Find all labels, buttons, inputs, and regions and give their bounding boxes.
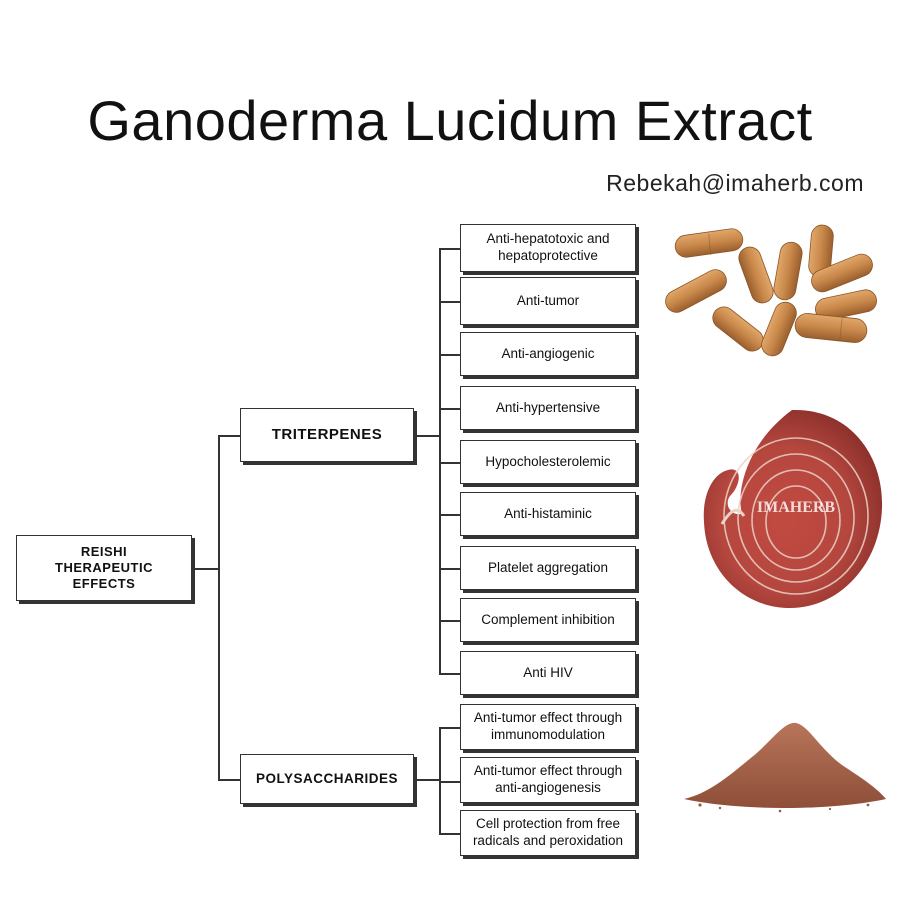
branch (439, 301, 460, 303)
effect-node: Anti-histaminic (460, 492, 636, 536)
watermark: IMAHERB (757, 499, 836, 516)
effect-node: Anti-hypertensive (460, 386, 636, 430)
group-label: POLYSACCHARIDES (255, 770, 399, 786)
page-title: Ganoderma Lucidum Extract (87, 89, 813, 152)
connector-main-vertical (218, 435, 220, 780)
branch (439, 568, 460, 570)
branch (439, 514, 460, 516)
effect-label: Anti HIV (523, 664, 573, 680)
effect-node: Anti-hepatotoxic and hepatoprotective (460, 224, 636, 272)
connector-triterpenes-out (414, 435, 439, 437)
mushroom-cap (703, 409, 883, 608)
effect-node: Cell protection from free radicals and p… (460, 810, 636, 856)
effect-label: Platelet aggregation (487, 559, 609, 575)
effect-label-line: immunomodulation (490, 727, 606, 742)
effect-label-line: Anti-hepatotoxic and (486, 231, 610, 247)
capsule (811, 253, 873, 293)
effect-label: Anti-hypertensive (495, 399, 601, 415)
capsules-photo (665, 224, 877, 357)
capsule (665, 269, 727, 313)
root-node-reishi: REISHI THERAPEUTIC EFFECTS (16, 535, 192, 601)
effect-label: Anti-histaminic (504, 505, 592, 521)
capsule (712, 306, 764, 352)
root-label-line: REISHI (80, 543, 128, 559)
branch (439, 727, 460, 729)
capsule (738, 246, 774, 304)
effect-node: Hypocholesterolemic (460, 440, 636, 484)
contact-email: Rebekah@imaherb.com (606, 170, 864, 196)
group-label: TRITERPENES (271, 425, 383, 443)
effect-label-line: Anti-tumor effect through (473, 710, 623, 726)
capsule (761, 301, 797, 357)
effect-label-line: Cell protection from free (475, 816, 621, 832)
root-label-line: THERAPEUTIC (55, 559, 153, 575)
effect-label-line: hepatoprotective (498, 248, 598, 263)
powder-pile (684, 722, 886, 808)
effect-label: Complement inhibition (481, 611, 615, 627)
connector-triterpenes-vertical (439, 248, 441, 673)
capsule (674, 228, 744, 258)
branch (439, 781, 460, 783)
branch (439, 462, 460, 464)
effect-node: Anti-tumor effect through anti-angiogene… (460, 757, 636, 803)
branch (439, 620, 460, 622)
effect-label-line: Anti-tumor effect through (473, 763, 623, 779)
connector-polysaccharides-vertical (439, 727, 441, 833)
extract-powder-photo (684, 722, 886, 813)
capsule (794, 313, 868, 343)
connector-polysaccharides-out (414, 779, 439, 781)
branch (439, 408, 460, 410)
group-node-triterpenes: TRITERPENES (240, 408, 414, 462)
effect-node: Anti-angiogenic (460, 332, 636, 376)
branch (439, 248, 460, 250)
root-label-line: EFFECTS (72, 576, 136, 592)
effect-label-line: anti-angiogenesis (495, 780, 601, 795)
effect-node: Anti HIV (460, 651, 636, 695)
effect-node: Anti-tumor effect through immunomodulati… (460, 704, 636, 750)
branch (439, 833, 460, 835)
effect-node: Platelet aggregation (460, 546, 636, 590)
effect-label: Hypocholesterolemic (485, 453, 611, 469)
branch (439, 673, 460, 675)
capsule (815, 289, 877, 321)
branch (439, 354, 460, 356)
reishi-mushroom-photo: IMAHERB (703, 409, 883, 608)
connector-root (192, 568, 218, 570)
capsule (773, 241, 803, 301)
effect-label: Anti-tumor (516, 292, 580, 308)
effect-label-line: radicals and peroxidation (472, 833, 624, 848)
effect-node: Anti-tumor (460, 277, 636, 325)
connector-to-triterpenes (218, 435, 240, 437)
group-node-polysaccharides: POLYSACCHARIDES (240, 754, 414, 804)
effect-node: Complement inhibition (460, 598, 636, 642)
connector-to-polysaccharides (218, 779, 240, 781)
effect-label: Anti-angiogenic (501, 345, 595, 361)
